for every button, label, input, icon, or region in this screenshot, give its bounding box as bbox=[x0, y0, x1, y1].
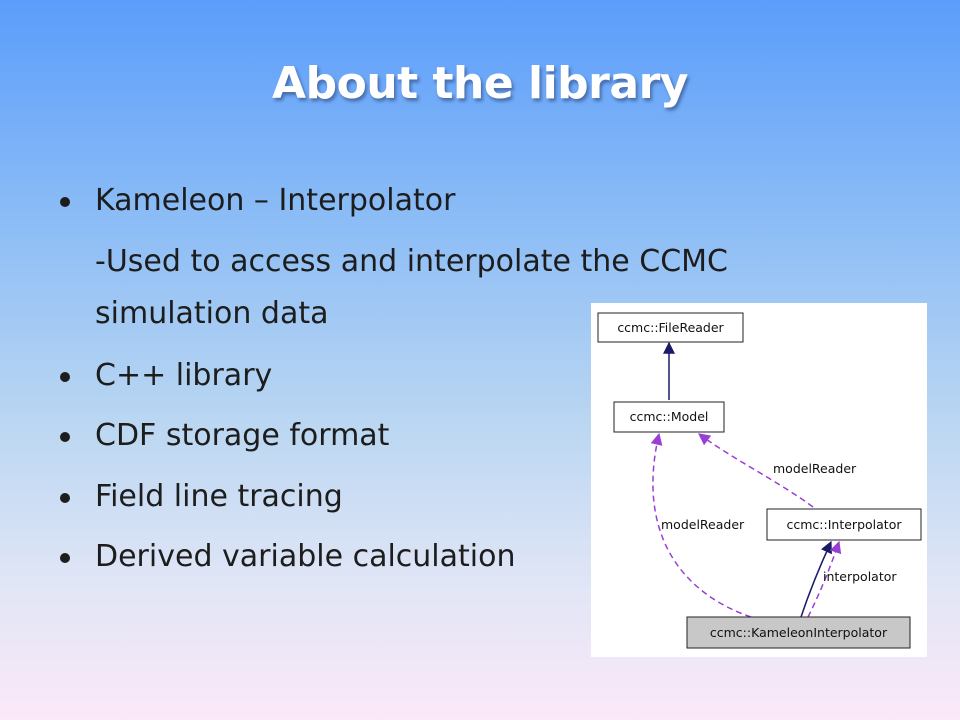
bullet-item: CDF storage format bbox=[95, 418, 390, 453]
node-kameleon-interpolator-label: ccmc::KameleonInterpolator bbox=[710, 625, 888, 640]
node-model-label: ccmc::Model bbox=[630, 409, 709, 424]
node-file-reader: ccmc::FileReader bbox=[597, 312, 744, 343]
node-interpolator-label: ccmc::Interpolator bbox=[787, 517, 903, 532]
bullet-item: Field line tracing bbox=[95, 479, 343, 514]
bullet-item: Derived variable calculation bbox=[95, 539, 516, 574]
bullet-subtext: -Used to access and interpolate the CCMC bbox=[95, 244, 728, 279]
node-file-reader-label: ccmc::FileReader bbox=[617, 320, 724, 335]
node-interpolator: ccmc::Interpolator bbox=[766, 508, 922, 541]
class-diagram: ccmc::FileReader ccmc::Model ccmc::Inter… bbox=[591, 303, 927, 657]
bullet-dot bbox=[60, 493, 70, 503]
association-edge-kameleon-interpolator bbox=[807, 540, 842, 618]
edge-label-model-reader-left: modelReader bbox=[661, 517, 745, 532]
association-edge-interpolator-model bbox=[698, 433, 814, 508]
bullet-dot bbox=[60, 197, 70, 207]
bullet-dot bbox=[60, 553, 70, 563]
class-diagram-canvas: ccmc::FileReader ccmc::Model ccmc::Inter… bbox=[597, 312, 922, 649]
inheritance-edge-kameleon-interpolator bbox=[800, 540, 832, 618]
association-edge-kameleon-model bbox=[650, 432, 752, 618]
slide-title: About the library bbox=[272, 58, 688, 109]
edge-label-interpolator: interpolator bbox=[823, 569, 897, 584]
edge-label-model-reader-right: modelReader bbox=[773, 461, 857, 476]
bullet-item: C++ library bbox=[95, 358, 273, 393]
node-model: ccmc::Model bbox=[613, 401, 725, 433]
bullet-subtext: simulation data bbox=[95, 296, 329, 331]
bullet-dot bbox=[60, 372, 70, 382]
node-kameleon-interpolator: ccmc::KameleonInterpolator bbox=[686, 616, 911, 649]
bullet-item: Kameleon – Interpolator bbox=[95, 183, 456, 218]
bullet-dot bbox=[60, 432, 70, 442]
